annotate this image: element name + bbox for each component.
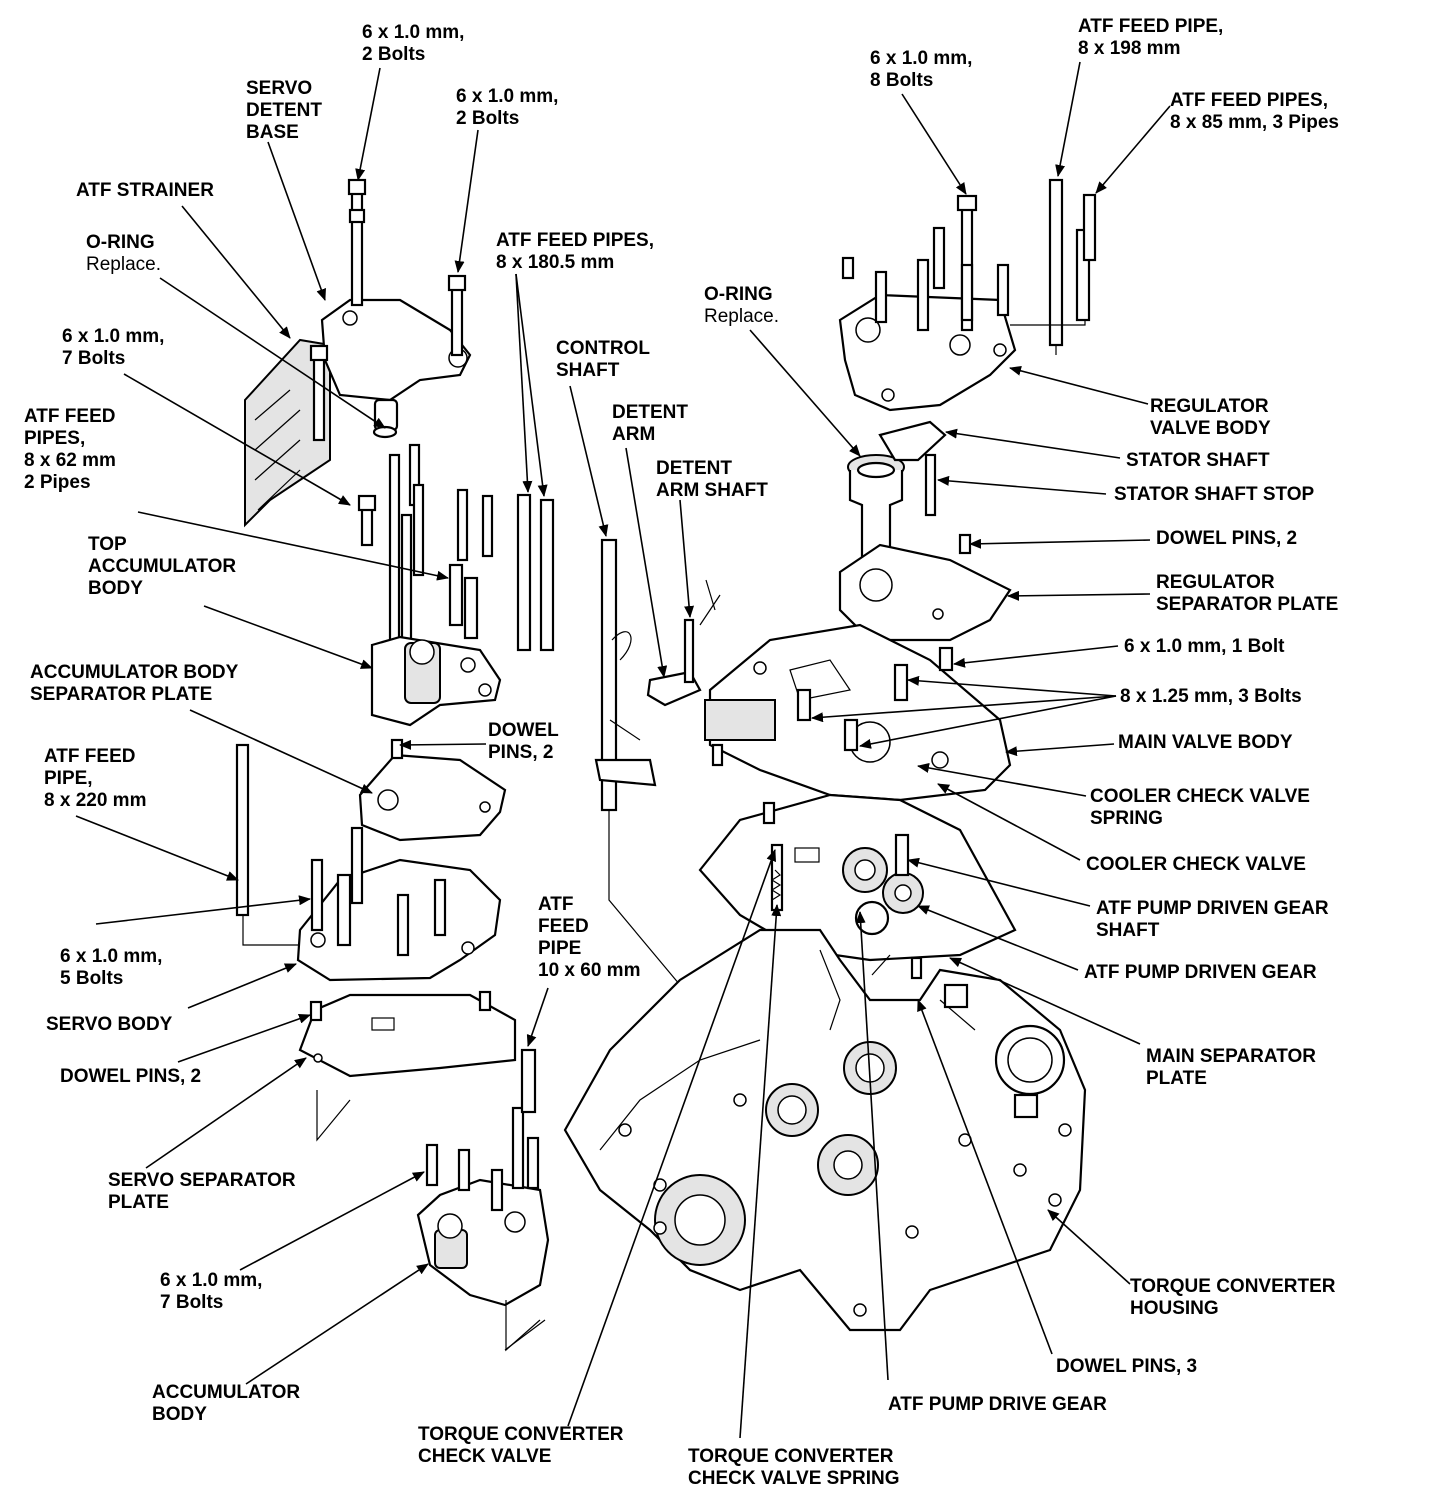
torque-converter-housing-part bbox=[563, 928, 1087, 1332]
label-stator-shaft: STATOR SHAFT bbox=[1126, 450, 1270, 471]
label-dowel-pins-3: DOWEL PINS, 3 bbox=[1056, 1356, 1198, 1377]
label-atf-feed-pipe-198: ATF FEED PIPE,8 x 198 mm bbox=[1078, 16, 1224, 59]
stator-shaft-part bbox=[847, 420, 947, 572]
label-main-valve-body: MAIN VALVE BODY bbox=[1118, 732, 1293, 753]
servo-body-part bbox=[296, 826, 502, 982]
detent-arm-part bbox=[646, 594, 721, 707]
label-atf-pump-driven-gear: ATF PUMP DRIVEN GEAR bbox=[1084, 962, 1317, 983]
accumulator-body-part bbox=[416, 1048, 550, 1352]
leader-lines bbox=[75, 61, 1171, 1439]
label-atf-feed-pipes-85: ATF FEED PIPES,8 x 85 mm, 3 Pipes bbox=[1170, 90, 1339, 133]
servo-separator-plate-part bbox=[298, 990, 517, 1142]
label-servo-body: SERVO BODY bbox=[46, 1014, 173, 1035]
label-stator-shaft-stop: STATOR SHAFT STOP bbox=[1114, 484, 1315, 505]
label-atf-strainer: ATF STRAINER bbox=[76, 180, 214, 201]
label-bolt-7-upper: 6 x 1.0 mm,7 Bolts bbox=[62, 326, 165, 369]
bolts-top-accumulator bbox=[388, 443, 555, 652]
top-accumulator-body-part bbox=[370, 635, 502, 727]
label-bolt-top-left: 6 x 1.0 mm,2 Bolts bbox=[362, 22, 465, 65]
label-bolt-top-mid: 6 x 1.0 mm,2 Bolts bbox=[456, 86, 559, 129]
label-bolt-7-lower: 6 x 1.0 mm,7 Bolts bbox=[160, 1270, 263, 1313]
atf-strainer-part bbox=[244, 338, 331, 528]
label-bolt-5: 6 x 1.0 mm,5 Bolts bbox=[60, 946, 163, 989]
main-valve-body-part bbox=[704, 623, 1012, 802]
label-dowel-pins-2-right: DOWEL PINS, 2 bbox=[1156, 528, 1298, 549]
label-bolt-8-right: 6 x 1.0 mm,8 Bolts bbox=[870, 48, 973, 91]
label-atf-pump-drive-gear: ATF PUMP DRIVE GEAR bbox=[888, 1394, 1107, 1415]
regulator-bolts-pipes bbox=[841, 178, 1097, 355]
bolts-upper-left bbox=[309, 178, 467, 547]
accumulator-separator-plate-part bbox=[358, 738, 507, 842]
regulator-separator-plate-part bbox=[838, 533, 1012, 642]
control-shaft-part bbox=[594, 538, 681, 986]
assembly-direction-arrows bbox=[504, 579, 716, 1351]
label-atf-feed-pipes-180: ATF FEED PIPES,8 x 180.5 mm bbox=[496, 230, 655, 273]
label-bolt-3: 8 x 1.25 mm, 3 Bolts bbox=[1120, 686, 1302, 707]
label-dowel-pins-2-left: DOWEL PINS, 2 bbox=[60, 1066, 202, 1087]
label-cooler-check-valve: COOLER CHECK VALVE bbox=[1086, 854, 1306, 875]
label-bolt-1: 6 x 1.0 mm, 1 Bolt bbox=[1124, 636, 1285, 657]
servo-detent-base-part bbox=[320, 298, 472, 439]
